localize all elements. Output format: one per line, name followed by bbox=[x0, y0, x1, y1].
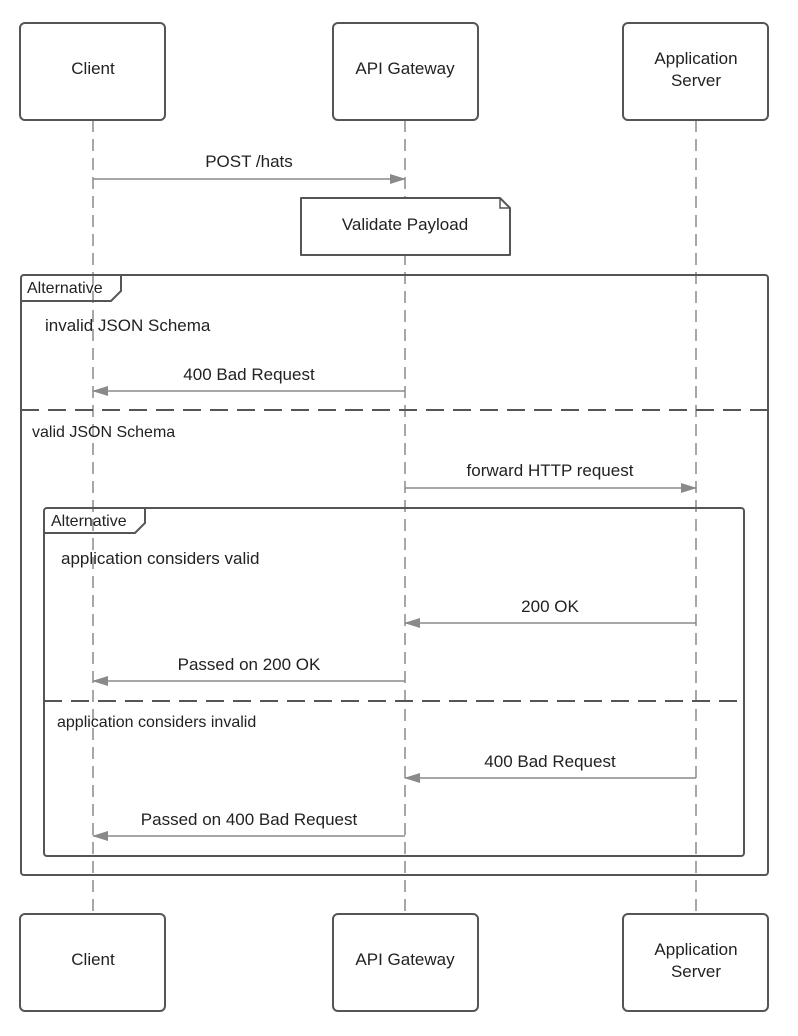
note-validate-payload-label: Validate Payload bbox=[342, 215, 468, 234]
message-200-ok[interactable]: 200 OK bbox=[404, 597, 696, 628]
message-forward-http-label: forward HTTP request bbox=[467, 461, 634, 480]
outer-alt-tag: Alternative bbox=[27, 280, 103, 297]
participant-gateway-label: API Gateway bbox=[355, 59, 455, 78]
message-bad-request-server[interactable]: 400 Bad Request bbox=[404, 752, 696, 783]
participant-server-label-line1: Application bbox=[654, 49, 737, 68]
message-passed-400[interactable]: Passed on 400 Bad Request bbox=[92, 810, 405, 841]
message-bad-request-gateway-label: 400 Bad Request bbox=[183, 365, 315, 384]
participant-server-bottom[interactable]: Application Server bbox=[622, 913, 769, 1012]
participant-client-label: Client bbox=[71, 950, 115, 969]
participant-server-label-line2: Server bbox=[671, 71, 721, 90]
participant-server-top[interactable]: Application Server bbox=[622, 22, 769, 121]
message-passed-400-label: Passed on 400 Bad Request bbox=[141, 810, 358, 829]
message-200-ok-label: 200 OK bbox=[521, 597, 579, 616]
participant-client-label: Client bbox=[71, 59, 115, 78]
participant-server-label-line1: Application bbox=[654, 940, 737, 959]
inner-alt-guard-valid: application considers valid bbox=[61, 549, 259, 568]
participant-gateway-bottom[interactable]: API Gateway bbox=[332, 913, 479, 1012]
participant-gateway-top[interactable]: API Gateway bbox=[332, 22, 479, 121]
message-bad-request-server-label: 400 Bad Request bbox=[484, 752, 616, 771]
note-validate-payload[interactable]: Validate Payload bbox=[300, 197, 511, 256]
inner-alt-fragment: Alternative application considers valid … bbox=[43, 507, 745, 857]
message-forward-http[interactable]: forward HTTP request bbox=[405, 461, 697, 493]
outer-alt-fragment: Alternative invalid JSON Schema valid JS… bbox=[20, 274, 769, 876]
participant-server-label-line2: Server bbox=[671, 962, 721, 981]
outer-alt-guard-valid: valid JSON Schema bbox=[32, 424, 175, 441]
message-post-hats[interactable]: POST /hats bbox=[93, 152, 406, 184]
inner-alt-guard-invalid: application considers invalid bbox=[57, 714, 256, 731]
message-passed-200[interactable]: Passed on 200 OK bbox=[92, 655, 405, 686]
message-post-hats-label: POST /hats bbox=[205, 152, 293, 171]
outer-alt-guard-invalid: invalid JSON Schema bbox=[45, 316, 211, 335]
participant-client-top[interactable]: Client bbox=[19, 22, 166, 121]
participant-gateway-label: API Gateway bbox=[355, 950, 455, 969]
message-bad-request-gateway[interactable]: 400 Bad Request bbox=[92, 365, 405, 396]
message-passed-200-label: Passed on 200 OK bbox=[178, 655, 321, 674]
inner-alt-tag: Alternative bbox=[51, 513, 127, 530]
participant-client-bottom[interactable]: Client bbox=[19, 913, 166, 1012]
